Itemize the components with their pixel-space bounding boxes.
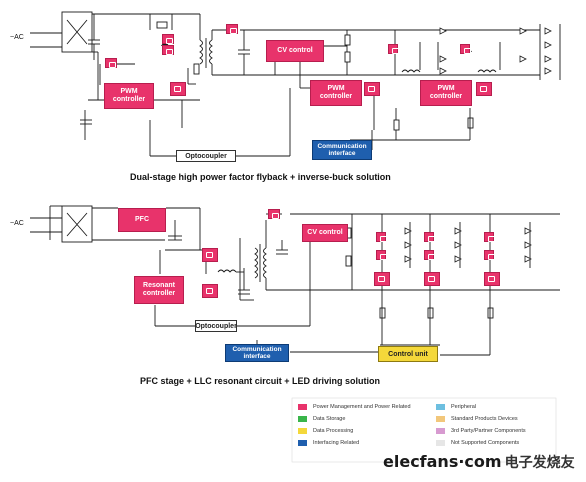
legend-swatch	[298, 440, 307, 446]
ac-input-label-2: ~AC	[10, 220, 24, 227]
diode-icon	[376, 250, 387, 260]
diode-icon	[484, 232, 495, 242]
watermark-cn: 电子发烧友	[504, 455, 575, 471]
diode-icon	[376, 232, 387, 242]
legend-item: Power Management and Power Related	[298, 404, 411, 410]
mosfet-icon	[424, 272, 440, 286]
transistor-icon	[105, 58, 117, 68]
diode-icon	[388, 44, 399, 54]
mosfet-icon	[374, 272, 390, 286]
diode-icon	[424, 250, 435, 260]
legend-item: Peripheral	[436, 404, 476, 410]
communication-interface-1: Communication interface	[312, 140, 372, 160]
diode-icon	[268, 209, 280, 219]
legend-item: 3rd Party/Partner Components	[436, 428, 526, 434]
mosfet-icon	[484, 272, 500, 286]
diode-icon	[460, 44, 471, 54]
pfc-block: PFC	[118, 208, 166, 232]
mosfet-icon	[202, 248, 218, 262]
legend-swatch	[298, 428, 307, 434]
mosfet-icon	[476, 82, 492, 96]
legend-item: Data Processing	[298, 428, 353, 434]
diode-icon	[484, 250, 495, 260]
watermark-brand: elecfans·com	[383, 452, 502, 471]
legend-item: Not Supported Components	[436, 440, 519, 446]
resonant-controller: Resonant controller	[134, 276, 184, 304]
ac-input-label: ~AC	[10, 34, 24, 41]
pwm-controller-left: PWM controller	[104, 83, 154, 109]
pwm-controller-right: PWM controller	[420, 80, 472, 106]
communication-interface-2: Communication interface	[225, 344, 289, 362]
diode-icon	[226, 24, 238, 34]
led-strings-2	[404, 227, 532, 263]
legend-swatch	[436, 440, 445, 446]
legend-swatch	[436, 404, 445, 410]
optocoupler-2: Optocoupler	[195, 320, 237, 332]
legend-swatch	[436, 416, 445, 422]
pwm-controller-mid: PWM controller	[310, 80, 362, 106]
legend-swatch	[298, 404, 307, 410]
legend-item: Standard Products Devices	[436, 416, 518, 422]
mosfet-icon	[202, 284, 218, 298]
mosfet-icon	[364, 82, 380, 96]
legend-item: Interfacing Related	[298, 440, 359, 446]
legend-frame	[291, 397, 557, 463]
legend-swatch	[298, 416, 307, 422]
optocoupler-1: Optocoupler	[176, 150, 236, 162]
switch-icon	[162, 45, 174, 55]
control-unit: Control unit	[378, 346, 438, 362]
diode-icon	[424, 232, 435, 242]
legend-swatch	[436, 428, 445, 434]
cv-control-block-2: CV control	[302, 224, 348, 242]
caption-diagram-1: Dual-stage high power factor flyback + i…	[130, 172, 391, 182]
cv-control-block-1: CV control	[266, 40, 324, 62]
mosfet-icon	[170, 82, 186, 96]
caption-diagram-2: PFC stage + LLC resonant circuit + LED d…	[140, 376, 381, 386]
switch-icon	[162, 34, 174, 44]
led-strings-1	[439, 27, 552, 75]
legend-item: Data Storage	[298, 416, 345, 422]
